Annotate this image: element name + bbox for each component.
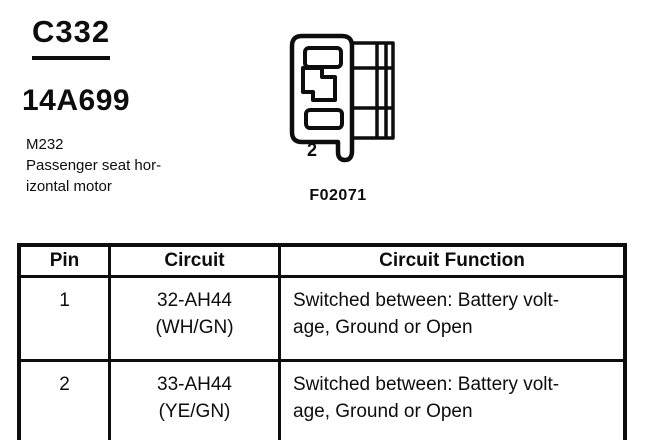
pin-cavity-bottom [304,108,344,130]
function-line2: age, Ground or Open [293,317,473,338]
function-line1: Switched between: Battery volt- [293,374,560,395]
component-description-line1: Passenger seat hor- [26,157,162,174]
part-number: 14A699 [22,84,131,117]
function-cell: Switched between: Battery volt- age, Gro… [278,275,627,362]
table-header-pin: Pin [17,243,111,278]
component-code: M232 [26,136,64,153]
pin-cavity-middle [301,66,337,102]
pin-value: 2 [59,374,70,395]
pin-cell: 1 [17,275,111,362]
component-description-line2: izontal motor [26,178,112,195]
table-header-circuit: Circuit [108,243,281,278]
pinout-table: Pin Circuit Circuit Function 1 32-AH44 (… [17,243,627,440]
table-header-function: Circuit Function [278,243,627,278]
pin-cell: 2 [17,359,111,440]
figure-pin-number-label: 2 [306,140,317,160]
component-description: M232 Passenger seat hor- izontal motor [26,134,161,197]
circuit-number: 33-AH44 [157,374,232,395]
pin-cavity-top [303,46,343,69]
figure-code: F02071 [309,187,367,204]
circuit-cell: 32-AH44 (WH/GN) [108,275,281,362]
function-cell: Switched between: Battery volt- age, Gro… [278,359,627,440]
table-header-row: Pin Circuit Circuit Function [17,243,627,278]
pin-value: 1 [59,290,70,311]
circuit-cell: 33-AH44 (YE/GN) [108,359,281,440]
circuit-number: 32-AH44 [157,290,232,311]
circuit-wire-colors: (YE/GN) [158,401,231,422]
connector-drawing-icon [289,33,395,163]
connector-id: C332 [32,14,111,60]
table-row: 2 33-AH44 (YE/GN) Switched between: Batt… [17,359,627,440]
function-line1: Switched between: Battery volt- [293,290,560,311]
circuit-wire-colors: (WH/GN) [155,317,234,338]
table-row: 1 32-AH44 (WH/GN) Switched between: Batt… [17,275,627,362]
function-line2: age, Ground or Open [293,401,473,422]
connector-ribs [350,41,395,140]
